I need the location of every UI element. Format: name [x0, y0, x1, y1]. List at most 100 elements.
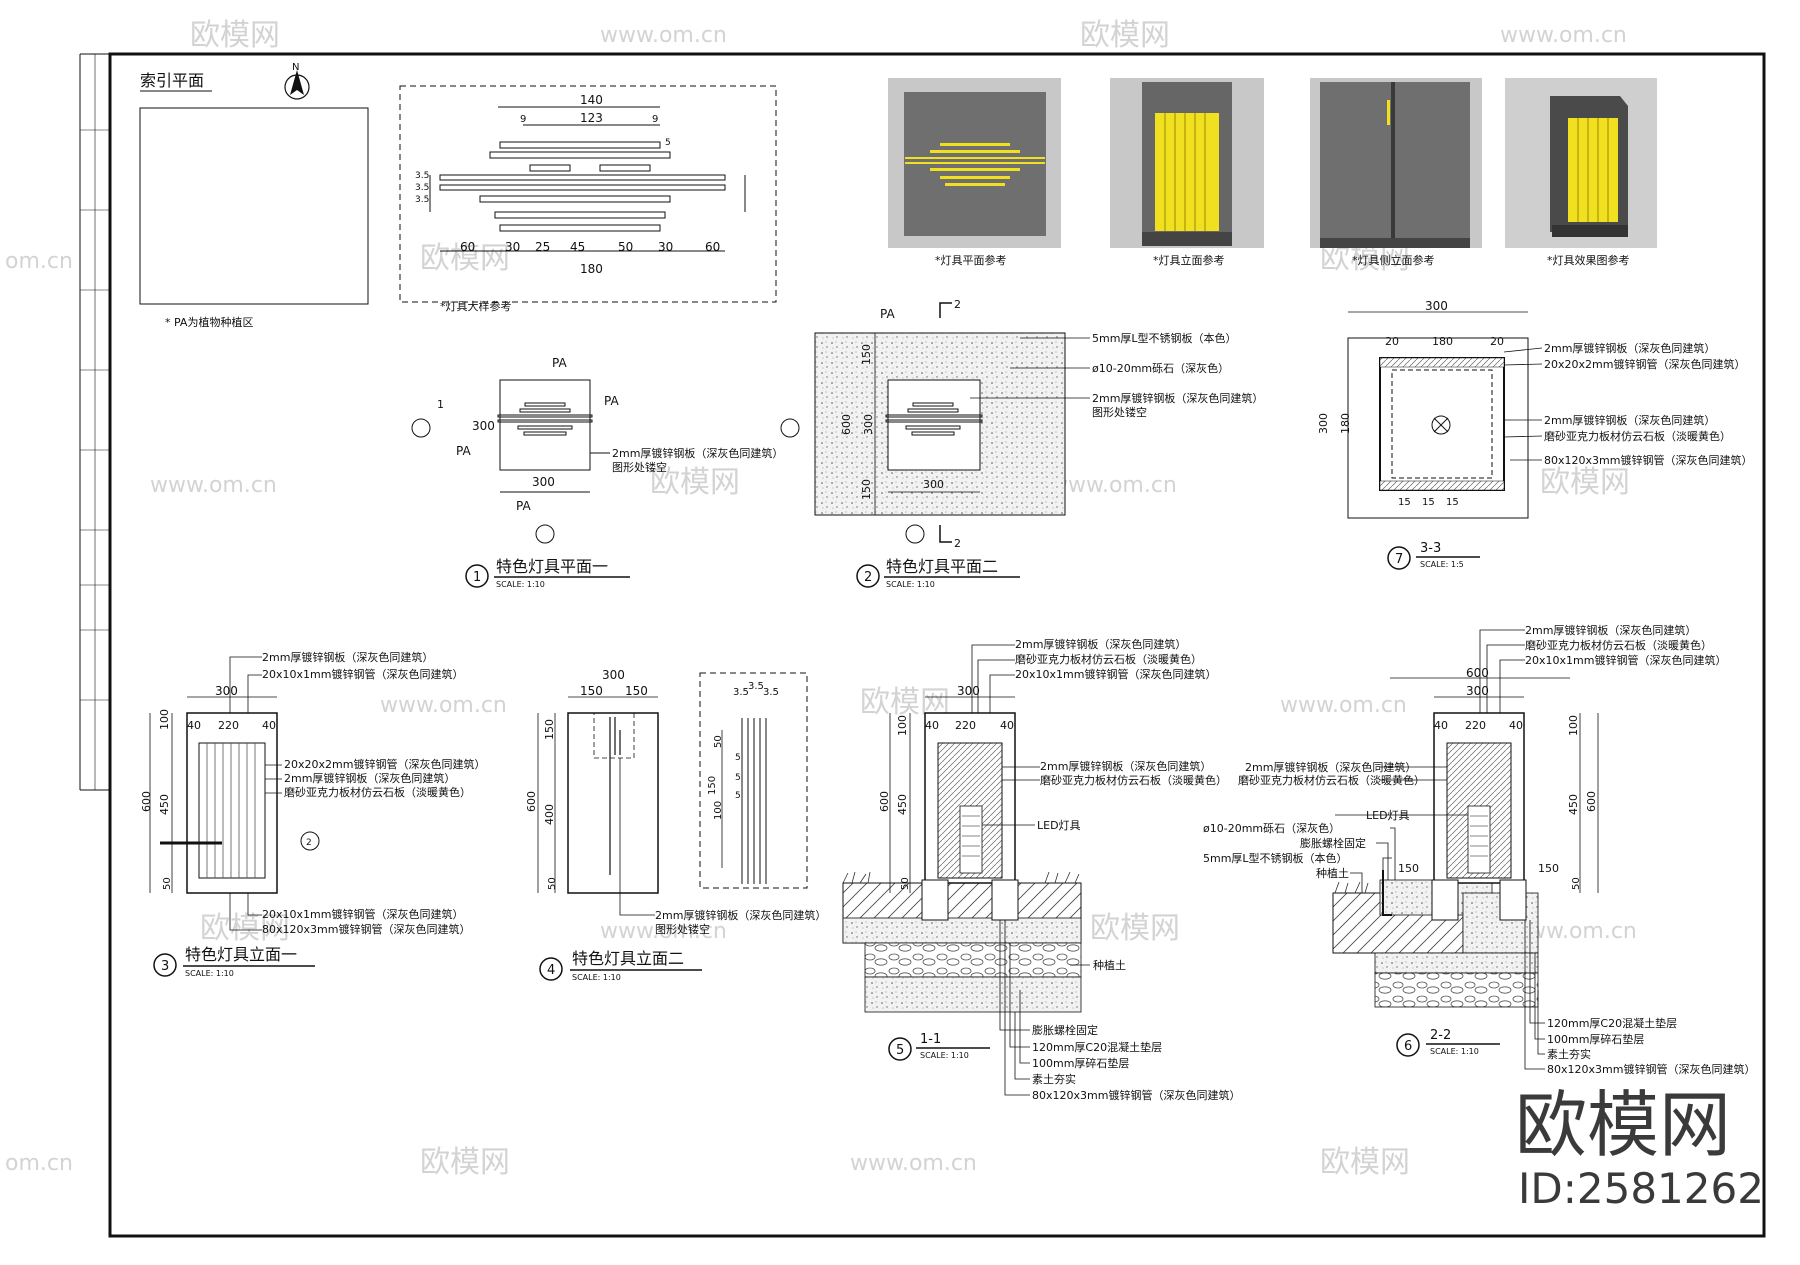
sec33-dim-180v: 180 — [1339, 413, 1352, 434]
sec33-title: 3-3 — [1420, 541, 1441, 556]
sec11-note8: 膨胀螺栓固定 — [1032, 1023, 1098, 1037]
brand-watermark-id: ID:2581262 — [1518, 1164, 1764, 1213]
watermark-brand: 欧模网 — [650, 465, 740, 500]
elev2-dim-50: 50 — [547, 877, 558, 890]
elev1-note2: 20x10x1mm镀锌钢管（深灰色同建筑） — [262, 667, 463, 681]
watermark-url: www.om.cn — [850, 1151, 977, 1176]
plan2-dim-600: 600 — [840, 414, 853, 435]
dim-5: 5 — [665, 138, 671, 148]
elev2-s100: 100 — [713, 801, 724, 820]
plan1-scale: SCALE: 1:10 — [496, 580, 545, 589]
sec11-title: 1-1 — [920, 1032, 941, 1047]
elev2-tip3: 3.5 — [763, 687, 779, 698]
elev1-note7: 80x120x3mm镀锌钢管（深灰色同建筑） — [262, 922, 470, 936]
sec33-scale: SCALE: 1:5 — [1420, 560, 1464, 569]
plan2-note4: 图形处镂空 — [1092, 405, 1147, 419]
watermark-url: om.cn — [5, 249, 73, 274]
index-plan-note: * PA为植物种植区 — [165, 315, 253, 329]
dim-30a: 30 — [505, 240, 520, 254]
dim-123: 123 — [580, 111, 603, 125]
elev2-num: 4 — [547, 963, 555, 978]
plan2-num: 2 — [864, 570, 872, 585]
plan2-note3: 2mm厚镀锌钢板（深灰色同建筑） — [1092, 391, 1263, 405]
plan1-pa-top: PA — [552, 356, 567, 370]
plan2-dim-300h: 300 — [923, 478, 944, 491]
north-arrow-icon: N — [284, 62, 310, 100]
elev1-title: 特色灯具立面一 — [185, 945, 297, 964]
sec33-note4: 磨砂亚克力板材仿云石板（淡暖黄色） — [1544, 429, 1731, 443]
elev2-s5b: 5 — [735, 773, 741, 783]
section-marker-icon — [300, 831, 320, 851]
plan1-pa-right: PA — [604, 394, 619, 408]
sec22-note9: 5mm厚L型不锈钢板（本色） — [1203, 851, 1348, 865]
elev2-note2: 图形处镂空 — [655, 922, 710, 936]
elev2-s50: 50 — [713, 735, 724, 748]
drawing-number-icon — [465, 564, 489, 588]
watermark-layer: 欧模网 欧模网 www.om.cn www.om.cn 欧模网 欧模网 om.c… — [5, 18, 1637, 1180]
watermark-url: www.om.cn — [380, 693, 507, 718]
watermark-url: www.om.cn — [600, 919, 727, 944]
plan2-note1: 5mm厚L型不锈钢板（本色） — [1092, 331, 1237, 345]
dim-9a: 9 — [520, 114, 526, 125]
sec22-dim-50: 50 — [1571, 877, 1582, 890]
sec22-dim-220: 220 — [1465, 719, 1486, 732]
elev2-scale: SCALE: 1:10 — [572, 973, 621, 982]
elev2-dim-400: 400 — [543, 804, 556, 825]
photo-render-reference: *灯具效果图参考 — [1505, 78, 1657, 267]
drawing-number-icon — [1396, 1033, 1420, 1057]
plan-two: PA 2 2 150 600 300 150 300 5mm厚L型不锈钢板（本色… — [780, 298, 1263, 589]
plan1-dim-300v: 300 — [472, 419, 495, 433]
photo-caption: *灯具立面参考 — [1153, 253, 1225, 267]
elev2-dim-150b: 150 — [625, 684, 648, 698]
sec11-note1: 2mm厚镀锌钢板（深灰色同建筑） — [1015, 637, 1186, 651]
photo-plan-reference: *灯具平面参考 — [888, 78, 1061, 267]
watermark-url: www.om.cn — [1050, 473, 1177, 498]
plan1-num: 1 — [473, 570, 481, 585]
plan2-scale: SCALE: 1:10 — [886, 580, 935, 589]
elev1-dim-220: 220 — [218, 719, 239, 732]
watermark-brand: 欧模网 — [190, 18, 280, 53]
sec33-dim-300v: 300 — [1317, 413, 1330, 434]
index-plan-frame — [139, 107, 369, 305]
index-plan: 索引平面 N * PA为植物种植区 — [139, 62, 369, 329]
elev1-dim-450: 450 — [158, 794, 171, 815]
plan1-note2: 图形处镂空 — [612, 460, 667, 474]
elev2-dim-600: 600 — [525, 791, 538, 812]
plan2-title: 特色灯具平面二 — [886, 557, 998, 576]
plan1-dim-300h: 300 — [532, 475, 555, 489]
photo-elevation-reference: *灯具立面参考 — [1110, 78, 1264, 267]
sec22-dim-100: 100 — [1567, 715, 1580, 736]
sec22-note3: 20x10x1mm镀锌钢管（深灰色同建筑） — [1525, 653, 1726, 667]
watermark-brand: 欧模网 — [200, 911, 290, 946]
section-marker-icon — [905, 524, 925, 544]
watermark-brand: 欧模网 — [1540, 465, 1630, 500]
elev2-s5a: 5 — [735, 753, 741, 763]
sec22-note5: 磨砂亚克力板材仿云石板（淡暖黄色） — [1238, 773, 1425, 787]
elev1-note4: 2mm厚镀锌钢板（深灰色同建筑） — [284, 771, 455, 785]
drawing-number-icon — [888, 1037, 912, 1061]
dim-25: 25 — [535, 240, 550, 254]
sec22-note7: ø10-20mm砾石（深灰色） — [1203, 821, 1340, 835]
dim-50: 50 — [618, 240, 633, 254]
section-marker-icon — [780, 418, 800, 438]
north-label: N — [292, 62, 299, 73]
sec22-note6: LED灯具 — [1366, 809, 1410, 822]
sec11-dim-40a: 40 — [925, 719, 939, 732]
sec33-dim-180: 180 — [1432, 335, 1453, 348]
sec11-num: 5 — [896, 1043, 904, 1058]
sec11-note5: 磨砂亚克力板材仿云石板（淡暖黄色） — [1040, 773, 1227, 787]
dim-3.5b: 3.5 — [415, 183, 429, 193]
elev1-dim-40b: 40 — [262, 719, 276, 732]
sec22-dim-600: 600 — [1466, 666, 1489, 680]
elev2-s150: 150 — [707, 776, 718, 795]
elev1-dim-100: 100 — [158, 709, 171, 730]
elev2-s5c: 5 — [735, 791, 741, 801]
sec22-dim-150a: 150 — [1398, 862, 1419, 875]
sec22-note2: 磨砂亚克力板材仿云石板（淡暖黄色） — [1525, 638, 1712, 652]
dim-45: 45 — [570, 240, 585, 254]
plan1-pa-bottom: PA — [516, 499, 531, 513]
plan2-pa: PA — [880, 307, 895, 321]
plan2-cut-bottom: 2 — [954, 537, 961, 550]
sec22-scale: SCALE: 1:10 — [1430, 1047, 1479, 1056]
